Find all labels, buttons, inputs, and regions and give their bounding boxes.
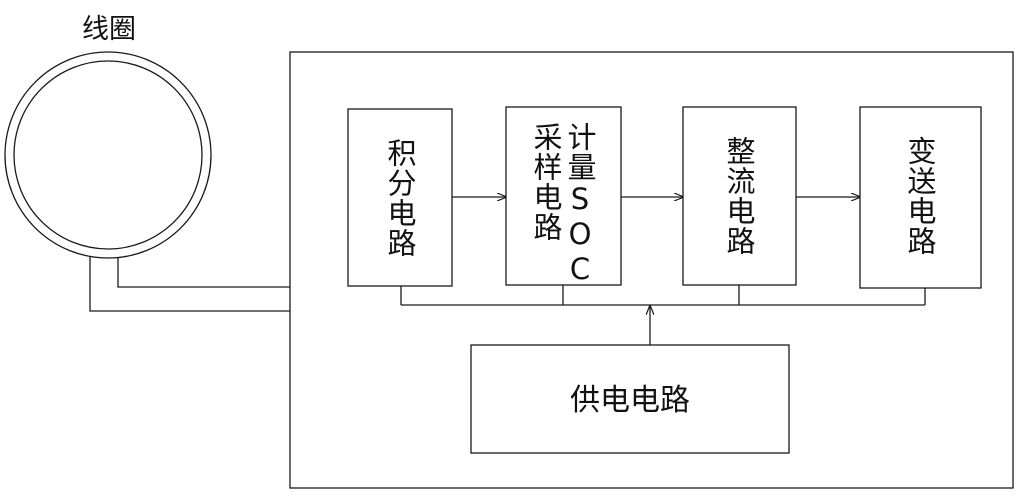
coil-label: 线圈 xyxy=(82,14,136,45)
integrator-label: 积分电路 xyxy=(383,138,417,258)
coil-lead-outer xyxy=(89,257,290,312)
integrator-box xyxy=(347,108,453,287)
power-bus xyxy=(400,285,926,345)
coil-lead-inner xyxy=(117,257,290,288)
power-supply-block: 供电电路 xyxy=(470,344,790,454)
transmitter-label: 变送电路 xyxy=(903,136,937,256)
coil: 线圈 xyxy=(4,14,212,259)
transmitter-block: 变送电路 xyxy=(859,106,982,289)
rectifier-block: 整流电路 xyxy=(682,106,797,286)
power-supply-box xyxy=(470,344,790,454)
sampling-label-line1: 计量SOC xyxy=(563,122,597,287)
coil-leads xyxy=(89,257,290,312)
rectifier-label: 整流电路 xyxy=(722,136,756,256)
integrator-block: 积分电路 xyxy=(347,108,453,287)
power-supply-label: 供电电路 xyxy=(570,383,690,418)
transmitter-box xyxy=(859,106,982,289)
sampling-label-line2: 采样电路 xyxy=(529,122,563,242)
coil-inner-ring xyxy=(13,60,203,250)
rectifier-box xyxy=(682,106,797,286)
coil-outer-ring xyxy=(4,51,212,259)
sampling-box xyxy=(505,106,622,286)
sampling-block: 计量SOC 采样电路 xyxy=(505,106,622,287)
